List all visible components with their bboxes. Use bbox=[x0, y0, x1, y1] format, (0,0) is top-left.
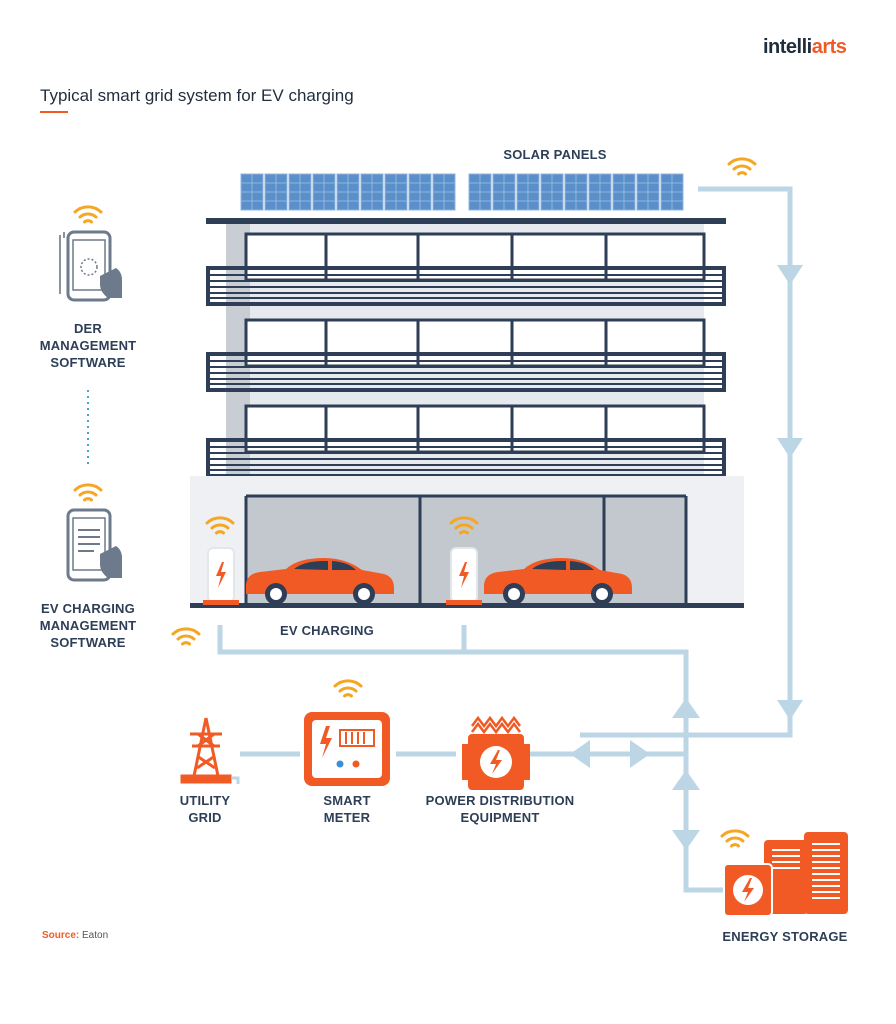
source-note: Source: Eaton bbox=[42, 930, 109, 941]
phone-icon bbox=[59, 230, 122, 302]
ev-software-label: EV CHARGING MANAGEMENT SOFTWARE bbox=[39, 601, 137, 650]
charger-icon bbox=[202, 547, 240, 606]
wifi-icon bbox=[73, 483, 103, 502]
tablet-icon bbox=[66, 508, 122, 582]
meter-icon bbox=[304, 712, 390, 786]
smart-meter-label: SMART METER bbox=[323, 793, 371, 825]
intelliarts-logo: intelliarts bbox=[763, 36, 847, 58]
solar-panels bbox=[240, 173, 684, 211]
wifi-icon bbox=[73, 205, 103, 224]
wifi-icon bbox=[333, 679, 363, 698]
flow-arrows bbox=[570, 265, 803, 850]
ev-charging-label: EV CHARGING bbox=[280, 623, 374, 638]
der-software-label: DER MANAGEMENT SOFTWARE bbox=[39, 321, 137, 370]
battery-icon bbox=[723, 832, 848, 917]
title-underline bbox=[40, 111, 68, 113]
wifi-icon bbox=[727, 157, 757, 176]
energy-flow-lines bbox=[217, 186, 793, 893]
wifi-icon bbox=[171, 627, 201, 646]
wifi-icon bbox=[720, 829, 750, 848]
charger-icon bbox=[445, 547, 483, 606]
page-title: Typical smart grid system for EV chargin… bbox=[40, 86, 354, 105]
energy-storage-label: ENERGY STORAGE bbox=[722, 929, 848, 944]
transformer-icon bbox=[462, 715, 530, 790]
utility-grid-label: UTILITY GRID bbox=[179, 793, 231, 825]
solar-panels-label: SOLAR PANELS bbox=[503, 147, 607, 162]
tower-icon bbox=[180, 717, 240, 784]
power-distribution-label: POWER DISTRIBUTION EQUIPMENT bbox=[425, 793, 575, 825]
